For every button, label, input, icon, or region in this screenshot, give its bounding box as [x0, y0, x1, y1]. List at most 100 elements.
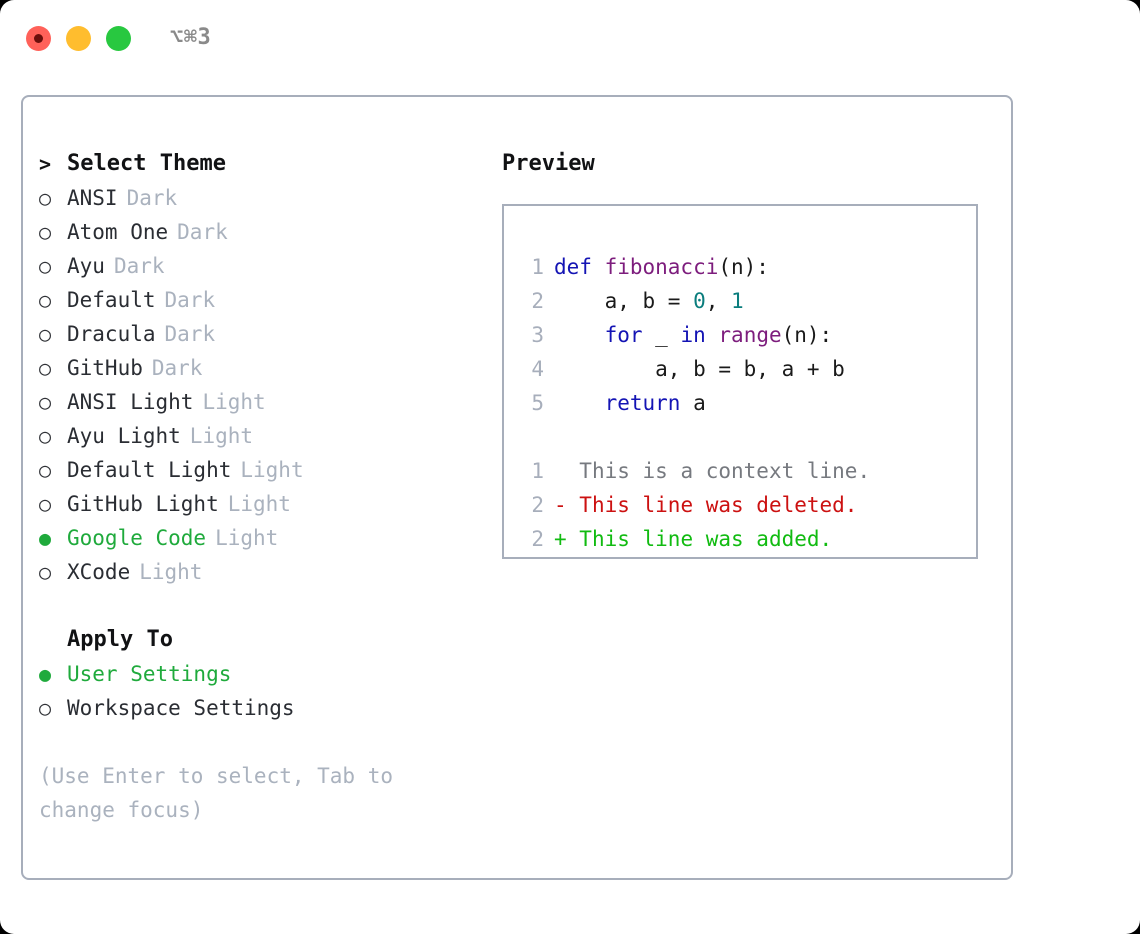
diff-line-text: This line was deleted. [579, 493, 858, 517]
section-spacer [39, 589, 509, 623]
theme-item-label: Default Light [67, 458, 232, 482]
keyboard-hint-text: (Use Enter to select, Tab to change focu… [39, 764, 406, 822]
code-token-kw: return [604, 391, 681, 415]
code-token-plain: a, b = [554, 289, 694, 313]
radio-unselected-icon[interactable]: ○ [39, 186, 52, 210]
theme-item-variant-tag: Dark [113, 254, 165, 278]
diff-sample: 1 This is a context line.2- This line wa… [522, 454, 976, 556]
diff-line: 1 This is a context line. [522, 454, 976, 488]
code-token-kw: in [680, 323, 706, 347]
code-token-plain [706, 323, 719, 347]
window-title-shortcut: ⌥⌘3 [170, 25, 212, 50]
code-token-plain: a [680, 391, 706, 415]
prompt-caret-icon: > [39, 152, 52, 176]
theme-item-variant-tag: Light [215, 526, 279, 550]
code-token-kw: for [604, 323, 643, 347]
radio-unselected-icon[interactable]: ○ [39, 424, 52, 448]
theme-item-label: Dracula [67, 322, 156, 346]
code-token-plain [554, 391, 605, 415]
theme-item-label: Google Code [67, 526, 207, 550]
diff-line: 2- This line was deleted. [522, 488, 976, 522]
theme-item-label: Ayu Light [67, 424, 181, 448]
theme-item-label: ANSI Light [67, 390, 194, 414]
diff-line: 2+ This line was added. [522, 522, 976, 556]
apply-to-list: ● User Settings ○Workspace Settings [39, 657, 509, 725]
diff-line-text: This is a context line. [579, 459, 871, 483]
theme-item-variant-tag: Light [139, 560, 203, 584]
apply-to-heading-label: Apply To [67, 627, 173, 652]
code-token-plain [554, 323, 605, 347]
radio-unselected-icon[interactable]: ○ [39, 492, 52, 516]
radio-unselected-icon[interactable]: ○ [39, 322, 52, 346]
radio-unselected-icon[interactable]: ○ [39, 220, 52, 244]
code-token-plain: _ [642, 323, 681, 347]
apply-to-item[interactable]: ○Workspace Settings [39, 691, 509, 725]
code-token-num: 0 [693, 289, 706, 313]
apply-to-heading: Apply To [39, 623, 509, 657]
radio-unselected-icon[interactable]: ○ [39, 560, 52, 584]
code-line-number: 5 [531, 391, 544, 415]
theme-list-item[interactable]: ○ Default Light Light [39, 453, 509, 487]
select-theme-heading-label: Select Theme [67, 151, 226, 176]
radio-unselected-icon[interactable]: ○ [39, 288, 52, 312]
radio-unselected-icon[interactable]: ○ [39, 254, 52, 278]
theme-item-variant-tag: Light [189, 424, 254, 448]
code-token-num: 1 [731, 289, 744, 313]
theme-item-variant-tag: Light [227, 492, 291, 516]
theme-item-label: Atom One [67, 220, 169, 244]
radio-unselected-icon[interactable]: ○ [39, 458, 52, 482]
traffic-light-group [26, 26, 131, 51]
theme-item-variant-tag: Light [202, 390, 266, 414]
theme-list-item[interactable]: ○ Dracula Dark [39, 317, 509, 351]
theme-item-variant-tag: Dark [164, 322, 216, 346]
theme-list-item[interactable]: ○ ANSI Dark [39, 181, 509, 215]
code-line-number: 4 [531, 357, 544, 381]
code-line-number: 2 [531, 289, 544, 313]
code-line: 5 return a [522, 386, 976, 420]
theme-list-item[interactable]: ○ ANSI Light Light [39, 385, 509, 419]
code-diff-spacer [522, 420, 976, 454]
theme-list-item[interactable]: ● Google Code Light [39, 521, 509, 555]
minimize-dot[interactable] [66, 26, 91, 51]
diff-marker-context [554, 459, 579, 483]
code-line: 4 a, b = b, a + b [522, 352, 976, 386]
apply-to-item-label: User Settings [67, 662, 232, 686]
theme-item-variant-tag: Dark [164, 288, 216, 312]
theme-item-variant-tag: Dark [151, 356, 203, 380]
theme-item-label: ANSI [67, 186, 118, 210]
code-token-fn: fibonacci [604, 255, 719, 279]
radio-unselected-icon[interactable]: ○ [39, 356, 52, 380]
radio-selected-icon[interactable]: ● [39, 526, 52, 550]
code-token-fn: range [718, 323, 782, 347]
diff-line-number: 1 [531, 459, 544, 483]
close-dot[interactable] [26, 26, 51, 51]
code-token-kw: def [554, 255, 605, 279]
zoom-dot[interactable] [106, 26, 131, 51]
radio-unselected-icon[interactable]: ○ [39, 696, 52, 720]
diff-line-number: 2 [531, 527, 544, 551]
theme-item-variant-tag: Dark [126, 186, 178, 210]
theme-item-variant-tag: Dark [177, 220, 228, 244]
theme-list-item[interactable]: ○ Atom One Dark [39, 215, 509, 249]
radio-selected-icon[interactable]: ● [39, 662, 52, 686]
code-token-plain: , [705, 289, 732, 313]
code-line-number: 1 [531, 255, 544, 279]
radio-unselected-icon[interactable]: ○ [39, 390, 52, 414]
theme-list-item[interactable]: ○ Ayu Light Light [39, 419, 509, 453]
diff-marker-add: + [554, 527, 580, 551]
theme-item-variant-tag: Light [240, 458, 304, 482]
diff-line-number: 2 [531, 493, 544, 517]
apply-to-item[interactable]: ● User Settings [39, 657, 509, 691]
